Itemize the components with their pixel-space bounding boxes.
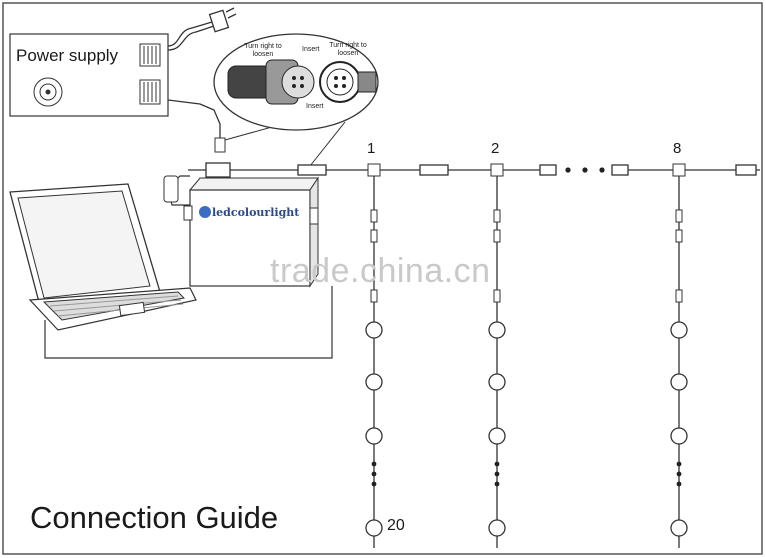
inline-connector xyxy=(493,229,501,243)
node-count-label: 20 xyxy=(387,517,405,534)
continuation-dot xyxy=(565,167,571,173)
tee-connector xyxy=(367,163,381,177)
pixel-node xyxy=(488,321,506,339)
pixel-node xyxy=(670,373,688,391)
continuation-dot xyxy=(494,471,500,477)
controller-brand-label: ledcolourlight xyxy=(212,206,300,219)
continuation-dot xyxy=(676,481,682,487)
pixel-node xyxy=(365,519,383,537)
connector-label-insert-left: Insert xyxy=(302,46,320,53)
power-supply-label: Power supply xyxy=(16,46,119,65)
power-supply xyxy=(9,33,169,117)
continuation-dot xyxy=(371,471,377,477)
string-number-8: 8 xyxy=(673,140,682,157)
pixel-node xyxy=(365,321,383,339)
inline-connector xyxy=(370,289,378,303)
watermark: trade.china.cn xyxy=(270,252,491,290)
inline-connector xyxy=(675,289,683,303)
pixel-node xyxy=(488,519,506,537)
tee-connector xyxy=(490,163,504,177)
pixel-node xyxy=(670,519,688,537)
connector-label-loosen-right: Turn right to loosen xyxy=(329,42,367,57)
pixel-node xyxy=(670,427,688,445)
pixel-node xyxy=(365,427,383,445)
continuation-dot xyxy=(676,461,682,467)
inline-connector xyxy=(370,229,378,243)
string-number-2: 2 xyxy=(491,140,500,157)
continuation-dot xyxy=(494,461,500,467)
pixel-node xyxy=(670,321,688,339)
continuation-dot xyxy=(599,167,605,173)
inline-connector xyxy=(675,209,683,223)
string-number-1: 1 xyxy=(367,140,376,157)
inline-connector xyxy=(675,229,683,243)
continuation-dot xyxy=(494,481,500,487)
diagram-title: Connection Guide xyxy=(30,500,279,535)
pixel-node xyxy=(488,373,506,391)
continuation-dot xyxy=(676,471,682,477)
drop-strings xyxy=(365,163,688,548)
laptop xyxy=(9,183,197,331)
fan-icon xyxy=(33,77,63,107)
pixel-node xyxy=(488,427,506,445)
brand-logo-icon xyxy=(199,206,211,218)
power-plug xyxy=(167,7,237,51)
main-cable xyxy=(188,162,760,178)
controller xyxy=(183,176,319,288)
pixel-node xyxy=(365,373,383,391)
connector-label-loosen-left: Turn right to loosen xyxy=(244,43,282,58)
inline-connector xyxy=(493,209,501,223)
continuation-dot xyxy=(371,481,377,487)
inline-connector xyxy=(493,289,501,303)
continuation-dot xyxy=(582,167,588,173)
connector-detail xyxy=(213,33,379,167)
continuation-dot xyxy=(371,461,377,467)
inline-connector xyxy=(370,209,378,223)
tee-connector xyxy=(672,163,686,177)
connector-label-insert-bottom: Insert xyxy=(306,103,324,110)
